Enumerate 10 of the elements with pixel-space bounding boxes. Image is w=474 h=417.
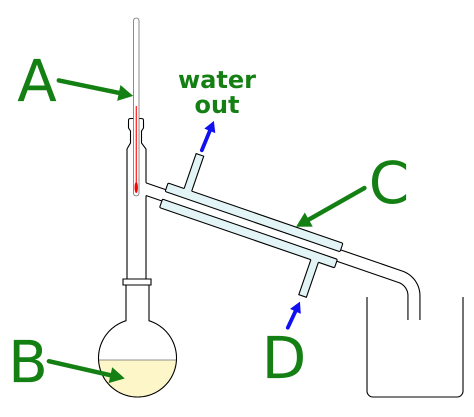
callout-letter: A [18, 58, 56, 102]
condenser [159, 182, 344, 268]
outlet-tube [184, 152, 204, 192]
liquid [98, 360, 177, 397]
callout-letter: B [14, 340, 44, 382]
callout-letter: C [372, 160, 406, 204]
inlet-tube [298, 258, 319, 298]
flow-label: water out [178, 71, 256, 114]
callout-letter: D [267, 336, 303, 378]
thermometer [133, 18, 140, 196]
